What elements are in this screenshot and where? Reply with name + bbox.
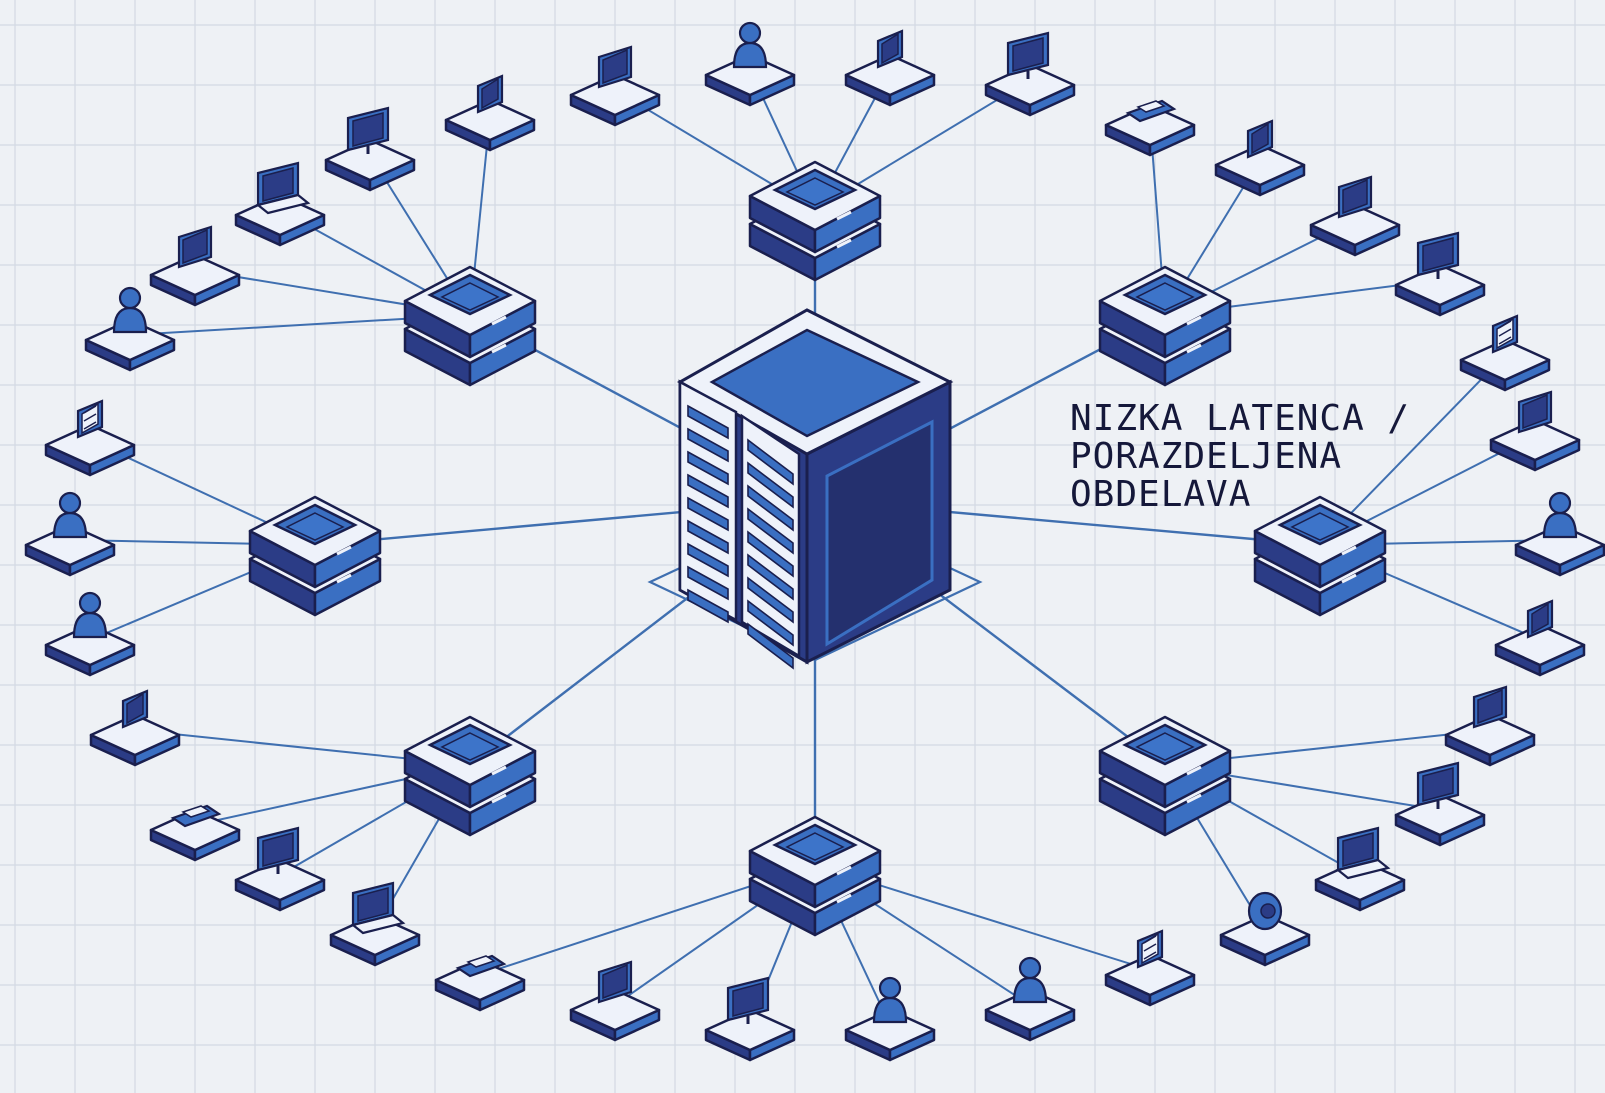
calculator-device-icon xyxy=(44,399,136,477)
monitor-device-icon xyxy=(704,976,796,1062)
calculator-device-icon xyxy=(1104,929,1196,1007)
tablet-device-icon xyxy=(1309,175,1401,257)
tablet-device-icon xyxy=(149,225,241,307)
edge-bottom-server-icon xyxy=(748,815,882,937)
edge-upper-left-server-icon xyxy=(403,265,537,387)
laptop-device-icon xyxy=(329,881,421,967)
central-server xyxy=(647,308,983,670)
calculator-device-icon xyxy=(1459,314,1551,392)
edge-lower-right-server-icon xyxy=(1098,715,1232,837)
user-device-icon xyxy=(984,956,1076,1042)
monitor-device-icon xyxy=(234,826,326,912)
tablet-device-icon xyxy=(569,45,661,127)
caption-line-2: PORAZDELJENA xyxy=(1070,436,1343,477)
edge-right-server-icon xyxy=(1253,495,1387,617)
tablet-device-icon xyxy=(569,960,661,1042)
phone-device-icon xyxy=(1494,599,1586,677)
edge-left-server-icon xyxy=(248,495,382,617)
phone-device-icon xyxy=(89,689,181,767)
phone-device-icon xyxy=(844,29,936,107)
end-devices xyxy=(24,21,1605,1062)
user-device-icon xyxy=(844,976,936,1062)
wearable-device-icon xyxy=(434,954,526,1012)
edge-top-server-icon xyxy=(748,160,882,282)
laptop-device-icon xyxy=(1314,826,1406,912)
caption-line-3: OBDELAVA xyxy=(1070,474,1252,515)
monitor-device-icon xyxy=(324,106,416,192)
phone-device-icon xyxy=(1214,119,1306,197)
car-device-icon xyxy=(1104,99,1196,157)
camera-device-icon xyxy=(1219,891,1311,967)
car-device-icon xyxy=(149,804,241,862)
edge-lower-left-server-icon xyxy=(403,715,537,837)
monitor-device-icon xyxy=(984,31,1076,117)
phone-device-icon xyxy=(444,74,536,152)
diagram-caption: NIZKA LATENCA / PORAZDELJENA OBDELAVA xyxy=(1070,400,1410,514)
user-device-icon xyxy=(704,21,796,107)
edge-upper-right-server-icon xyxy=(1098,265,1232,387)
laptop-device-icon xyxy=(234,161,326,247)
edge-servers xyxy=(248,160,1387,937)
tablet-device-icon xyxy=(1444,685,1536,767)
user-device-icon xyxy=(24,491,116,577)
user-device-icon xyxy=(1514,491,1605,577)
user-device-icon xyxy=(84,286,176,372)
tablet-device-icon xyxy=(1489,390,1581,472)
caption-line-1: NIZKA LATENCA / xyxy=(1070,398,1411,439)
user-device-icon xyxy=(44,591,136,677)
central-server-icon xyxy=(647,308,983,670)
monitor-device-icon xyxy=(1394,231,1486,317)
monitor-device-icon xyxy=(1394,761,1486,847)
